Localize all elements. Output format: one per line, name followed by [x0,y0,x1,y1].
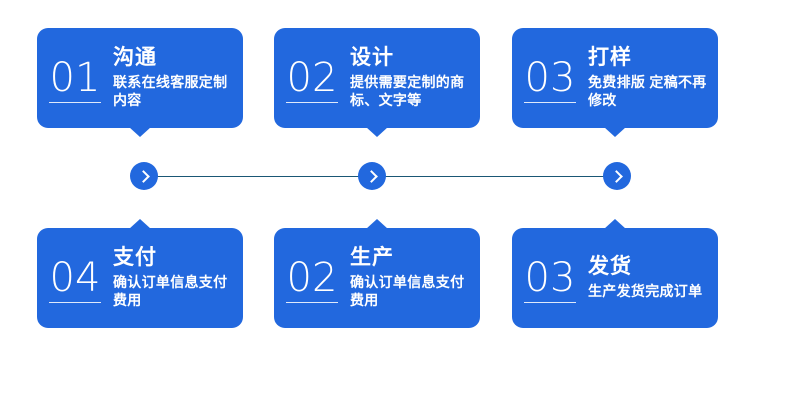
step-title: 支付 [113,245,157,269]
connector-node-2[interactable] [358,162,386,190]
step-text-block: 生产 确认订单信息支付费用 [350,246,472,311]
step-number-block: 04 [49,253,101,303]
connector-node-3[interactable] [603,162,631,190]
step-description: 联系在线客服定制内容 [113,73,228,108]
step-description: 生产发货完成订单 [588,282,703,299]
card-pointer-up-icon [604,219,626,229]
process-connector [0,162,790,192]
step-number-block: 03 [524,253,576,303]
step-number: 03 [524,55,576,101]
step-number: 01 [49,55,101,101]
step-number-block: 03 [524,53,576,103]
step-card-03[interactable]: 03 打样 免费排版 定稿不再修改 [512,28,718,137]
step-card-05[interactable]: 02 生产 确认订单信息支付费用 [274,219,480,328]
process-top-row: 01 沟通 联系在线客服定制内容 02 设计 提供需要定制的商标、文字等 03 [0,28,790,138]
card-pointer-up-icon [366,219,388,229]
step-title: 生产 [350,245,394,269]
card-pointer-up-icon [129,219,151,229]
step-text-block: 设计 提供需要定制的商标、文字等 [350,46,472,111]
chevron-right-icon [364,169,378,183]
process-bottom-row: 04 支付 确认订单信息支付费用 02 生产 确认订单信息支付费用 03 [0,219,790,338]
step-title: 发货 [588,254,632,278]
step-number-block: 01 [49,53,101,103]
step-card-04[interactable]: 04 支付 确认订单信息支付费用 [37,219,243,328]
step-card-02[interactable]: 02 设计 提供需要定制的商标、文字等 [274,28,480,137]
step-title: 沟通 [113,45,157,69]
step-number: 02 [286,255,338,301]
step-description: 提供需要定制的商标、文字等 [350,73,465,108]
step-number-underline [524,302,576,303]
step-text-block: 打样 免费排版 定稿不再修改 [588,46,710,111]
step-number-underline [49,302,101,303]
step-number: 03 [524,255,576,301]
step-number-underline [524,102,576,103]
step-description: 确认订单信息支付费用 [350,273,465,308]
connector-node-1[interactable] [130,162,158,190]
chevron-right-icon [609,169,623,183]
card-pointer-down-icon [129,127,151,137]
step-text-block: 支付 确认订单信息支付费用 [113,246,235,311]
step-number-underline [286,102,338,103]
step-card-06[interactable]: 03 发货 生产发货完成订单 [512,219,718,328]
card-pointer-down-icon [604,127,626,137]
step-text-block: 沟通 联系在线客服定制内容 [113,46,235,111]
step-title: 打样 [588,45,632,69]
chevron-right-icon [136,169,150,183]
step-number-block: 02 [286,253,338,303]
step-card-01[interactable]: 01 沟通 联系在线客服定制内容 [37,28,243,137]
step-number: 02 [286,55,338,101]
step-number: 04 [49,255,101,301]
card-pointer-down-icon [366,127,388,137]
step-text-block: 发货 生产发货完成订单 [588,255,710,302]
step-number-block: 02 [286,53,338,103]
step-description: 免费排版 定稿不再修改 [588,73,707,108]
step-number-underline [49,102,101,103]
step-title: 设计 [350,45,394,69]
step-description: 确认订单信息支付费用 [113,273,228,308]
step-number-underline [286,302,338,303]
